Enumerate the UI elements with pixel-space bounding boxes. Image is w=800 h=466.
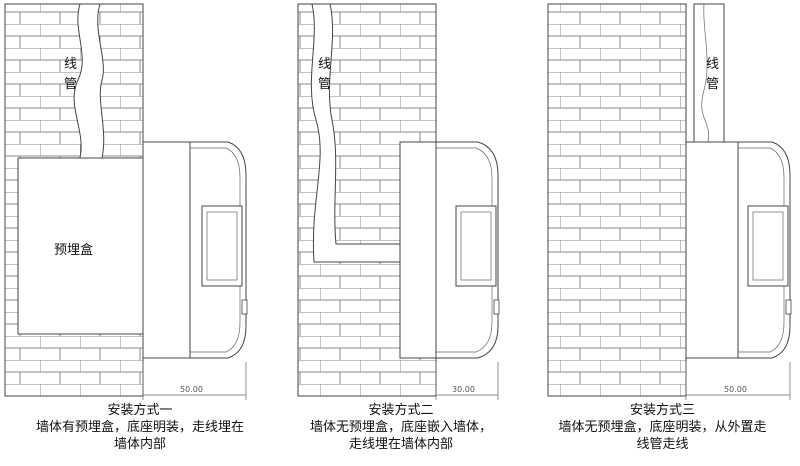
caption-two-line-2: 走线埋在墙体内部 bbox=[348, 437, 453, 452]
conduit-label-char: 管 bbox=[64, 77, 77, 92]
device-two bbox=[435, 141, 500, 359]
dimension-two: 30.00 bbox=[435, 362, 499, 400]
device-three bbox=[685, 141, 792, 359]
device-one bbox=[142, 141, 248, 359]
conduit-label-char: 管 bbox=[706, 77, 719, 92]
caption-one: 安装方式一 墙体有预埋盒，底座明装，走线埋在 墙体内部 bbox=[10, 402, 270, 453]
caption-two: 安装方式二 墙体无预埋盒，底座嵌入墙体， 走线埋在墙体内部 bbox=[276, 402, 526, 453]
dimension-one: 50.00 bbox=[142, 362, 247, 400]
embedded-box-label: 预埋盒 bbox=[54, 242, 93, 258]
conduit-label-one: 线管 bbox=[64, 57, 77, 92]
conduit-three bbox=[693, 3, 725, 143]
panel-three: 线管 50.00 bbox=[547, 3, 792, 400]
embedded-box bbox=[17, 157, 144, 335]
dimension-three-value: 50.00 bbox=[724, 385, 747, 394]
wall-three bbox=[547, 3, 687, 397]
recess-two bbox=[399, 141, 437, 359]
conduit-label-char: 线 bbox=[706, 57, 719, 72]
conduit-label-three: 线管 bbox=[706, 57, 719, 92]
conduit-label-char: 管 bbox=[318, 77, 331, 92]
caption-one-line-2: 墙体内部 bbox=[113, 437, 166, 452]
dimension-one-value: 50.00 bbox=[180, 385, 203, 394]
caption-two-line-1: 墙体无预埋盒，底座嵌入墙体， bbox=[309, 420, 492, 435]
panel-one: 预埋盒 线管 50.00 bbox=[4, 3, 248, 400]
dimension-three: 50.00 bbox=[685, 362, 791, 400]
caption-one-title: 安装方式一 bbox=[107, 403, 173, 418]
caption-one-line-1: 墙体有预埋盒，底座明装，走线埋在 bbox=[35, 420, 244, 435]
caption-three: 安装方式三 墙体无预埋盒，底座明装，从外置走 线管走线 bbox=[530, 402, 795, 453]
caption-three-title: 安装方式三 bbox=[629, 403, 695, 418]
caption-two-title: 安装方式二 bbox=[368, 403, 434, 418]
panel-two: 线管 30.00 bbox=[297, 3, 500, 400]
caption-three-line-2: 线管走线 bbox=[636, 437, 689, 452]
caption-three-line-1: 墙体无预埋盒，底座明装，从外置走 bbox=[558, 420, 767, 435]
dimension-two-value: 30.00 bbox=[452, 385, 475, 394]
conduit-label-two: 线管 bbox=[318, 57, 331, 92]
conduit-label-char: 线 bbox=[64, 57, 77, 72]
conduit-label-char: 线 bbox=[318, 57, 331, 72]
